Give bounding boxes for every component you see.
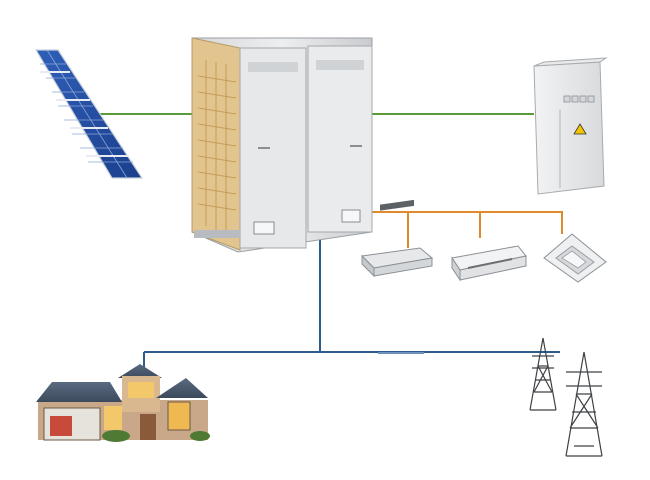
house-icon xyxy=(36,364,210,442)
electrical-cabinet-icon xyxy=(533,57,608,195)
cassette-unit-icon xyxy=(543,233,607,283)
duct-unit-icon xyxy=(360,199,434,278)
outdoor-unit-icon xyxy=(191,37,373,253)
wall-unit-icon xyxy=(451,245,527,282)
transmission-tower-icon xyxy=(529,337,603,457)
solar-panel-icon xyxy=(34,49,144,179)
connections xyxy=(100,113,563,376)
refrigerant-pipe-line xyxy=(372,211,563,248)
